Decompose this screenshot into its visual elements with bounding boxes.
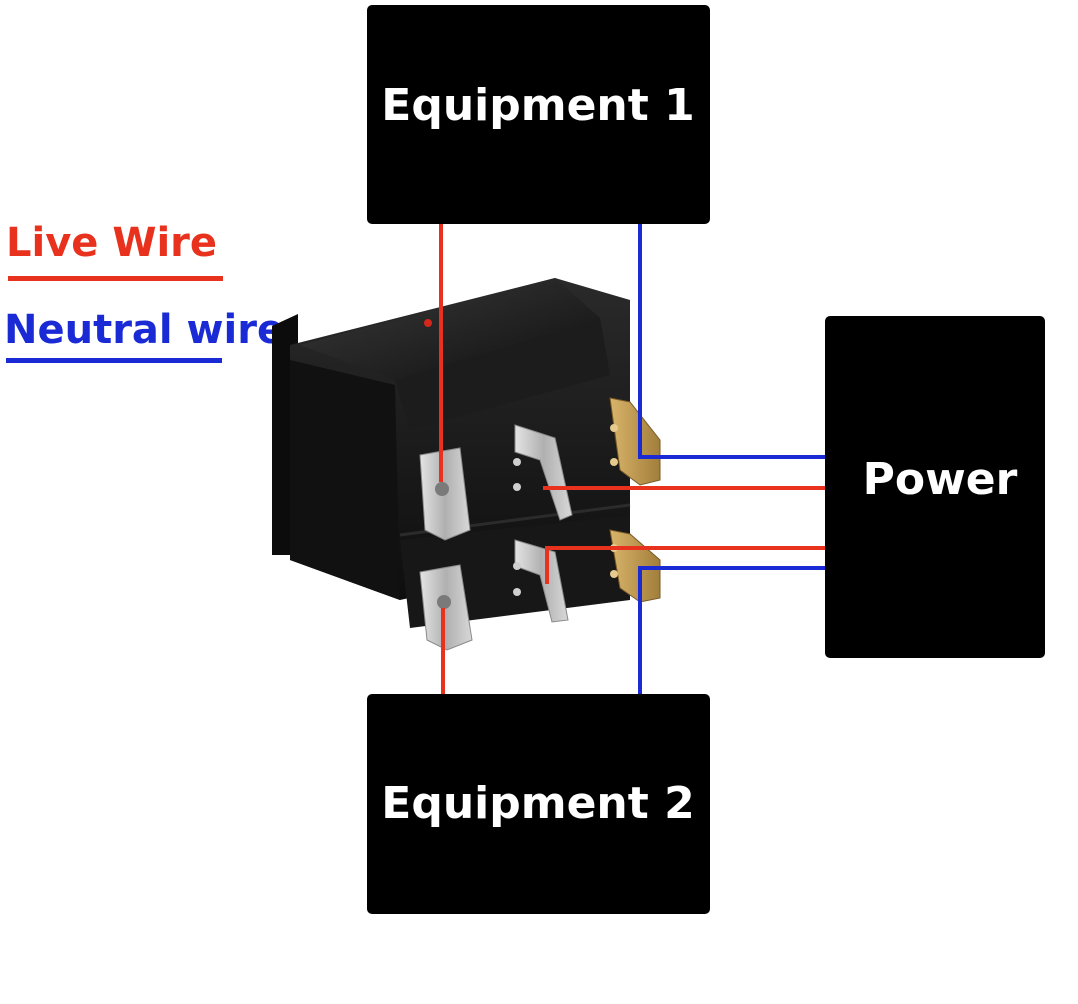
- equipment-2-label: Equipment 2: [381, 778, 694, 829]
- equipment-1-box: Equipment 1: [367, 5, 710, 224]
- equipment-2-box: Equipment 2: [367, 694, 710, 914]
- legend-live-line: [8, 276, 223, 281]
- wire-live-power-lower: [545, 546, 827, 584]
- power-label: Power: [863, 454, 1018, 505]
- power-box: Power: [825, 316, 1045, 658]
- legend-neutral-line: [6, 358, 222, 363]
- wire-neutral-equipment-1: [638, 222, 827, 459]
- equipment-1-label: Equipment 1: [381, 80, 694, 131]
- legend-live-label: Live Wire: [6, 220, 217, 266]
- legend-neutral-label: Neutral wire: [4, 307, 284, 353]
- legend: Live Wire Neutral wire: [4, 220, 284, 363]
- rocker-switch-icon: [272, 278, 661, 651]
- wires: [439, 222, 827, 696]
